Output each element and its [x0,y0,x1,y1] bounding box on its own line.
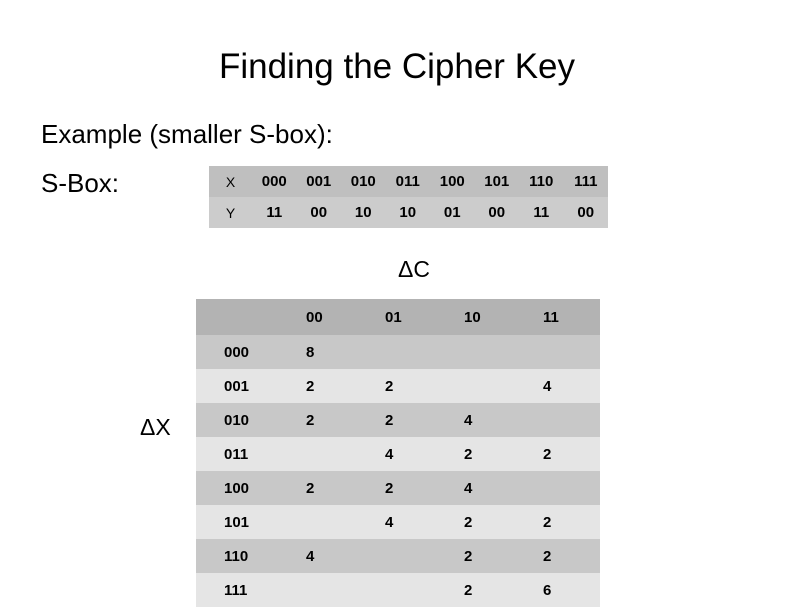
ddt-cell-0-3 [521,335,600,369]
ddt-cell-4-3 [521,471,600,505]
page-title: Finding the Cipher Key [218,47,576,86]
table-row: X 000 001 010 011 100 101 110 111 [209,166,608,197]
ddt-cell-5-0 [284,505,363,539]
table-row: 000 8 [196,335,600,369]
sbox-cell-x-4: 100 [430,166,475,197]
sbox-cell-y-5: 00 [474,197,519,228]
sbox-row-label-y: Y [209,197,252,228]
table-row: 011 4 2 2 [196,437,600,471]
ddt-cell-1-3: 4 [521,369,600,403]
ddt-row-label-2: 010 [196,403,284,437]
ddt-cell-4-0: 2 [284,471,363,505]
ddt-cell-4-2: 4 [442,471,521,505]
sbox-cell-y-3: 10 [385,197,430,228]
ddt-cell-2-0: 2 [284,403,363,437]
ddt-row-label-4: 100 [196,471,284,505]
ddt-cell-7-3: 6 [521,573,600,607]
sbox-row-label-x: X [209,166,252,197]
sbox-cell-y-7: 00 [563,197,608,228]
ddt-col-header-3: 11 [521,299,600,335]
ddt-cell-6-2: 2 [442,539,521,573]
sbox-cell-y-0: 11 [252,197,297,228]
table-row: 010 2 2 4 [196,403,600,437]
ddt-cell-2-1: 2 [363,403,442,437]
ddt-row-label-3: 011 [196,437,284,471]
table-row: Y 11 00 10 10 01 00 11 00 [209,197,608,228]
ddt-row-label-0: 000 [196,335,284,369]
ddt-cell-1-0: 2 [284,369,363,403]
delta-x-axis-label: ΔX [140,414,171,440]
ddt-row-label-6: 110 [196,539,284,573]
sbox-cell-x-3: 011 [385,166,430,197]
table-row: 111 2 6 [196,573,600,607]
sbox-cell-x-6: 110 [519,166,564,197]
ddt-cell-3-2: 2 [442,437,521,471]
delta-c-axis-label: ΔC [398,256,430,282]
ddt-cell-6-0: 4 [284,539,363,573]
example-caption: Example (smaller S-box): [41,119,333,149]
ddt-col-header-0: 00 [284,299,363,335]
ddt-col-header-1: 01 [363,299,442,335]
sbox-cell-x-7: 111 [563,166,608,197]
sbox-cell-y-2: 10 [341,197,386,228]
table-row: 001 2 2 4 [196,369,600,403]
ddt-cell-3-1: 4 [363,437,442,471]
sbox-cell-x-0: 000 [252,166,297,197]
difference-distribution-table: 00 01 10 11 000 8 001 2 2 4 010 2 2 4 [196,299,600,607]
ddt-cell-6-1 [363,539,442,573]
sbox-table: X 000 001 010 011 100 101 110 111 Y 11 0… [209,166,608,228]
ddt-cell-5-2: 2 [442,505,521,539]
table-row: 100 2 2 4 [196,471,600,505]
ddt-cell-0-0: 8 [284,335,363,369]
table-row: 110 4 2 2 [196,539,600,573]
ddt-cell-3-0 [284,437,363,471]
ddt-row-label-1: 001 [196,369,284,403]
ddt-cell-0-1 [363,335,442,369]
ddt-cell-7-0 [284,573,363,607]
ddt-col-header-2: 10 [442,299,521,335]
ddt-cell-0-2 [442,335,521,369]
sbox-cell-x-5: 101 [474,166,519,197]
ddt-cell-5-3: 2 [521,505,600,539]
sbox-cell-y-6: 11 [519,197,564,228]
ddt-body: 000 8 001 2 2 4 010 2 2 4 011 4 2 2 [196,335,600,607]
sbox-caption: S-Box: [41,168,120,198]
ddt-row-label-5: 101 [196,505,284,539]
ddt-header: 00 01 10 11 [196,299,600,335]
ddt-corner-cell [196,299,284,335]
ddt-cell-5-1: 4 [363,505,442,539]
ddt-cell-4-1: 2 [363,471,442,505]
table-header-row: 00 01 10 11 [196,299,600,335]
sbox-cell-y-4: 01 [430,197,475,228]
ddt-cell-1-2 [442,369,521,403]
ddt-cell-1-1: 2 [363,369,442,403]
sbox-cell-y-1: 00 [296,197,341,228]
ddt-cell-6-3: 2 [521,539,600,573]
ddt-cell-2-2: 4 [442,403,521,437]
table-row: 101 4 2 2 [196,505,600,539]
sbox-cell-x-2: 010 [341,166,386,197]
sbox-cell-x-1: 001 [296,166,341,197]
sbox-table-body: X 000 001 010 011 100 101 110 111 Y 11 0… [209,166,608,228]
ddt-cell-3-3: 2 [521,437,600,471]
ddt-cell-7-1 [363,573,442,607]
ddt-row-label-7: 111 [196,573,284,607]
ddt-cell-7-2: 2 [442,573,521,607]
ddt-cell-2-3 [521,403,600,437]
